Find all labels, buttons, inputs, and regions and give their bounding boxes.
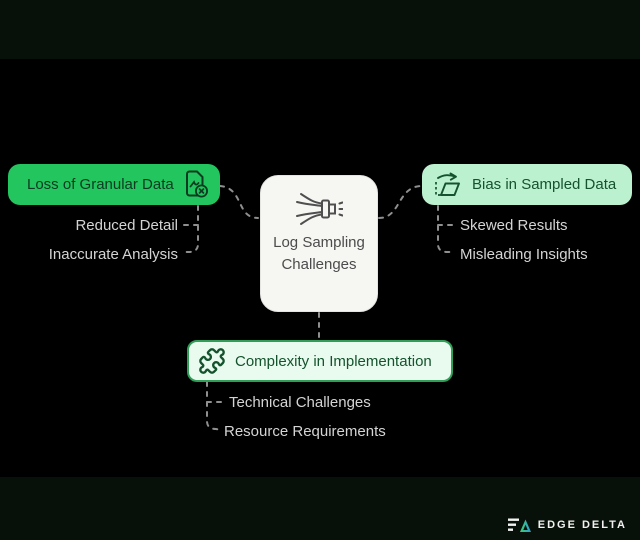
branch-node-bias-in-sampled-data: Bias in Sampled Data xyxy=(422,164,632,205)
branch-label: Loss of Granular Data xyxy=(27,176,174,193)
center-node-log-sampling-challenges: Log Sampling Challenges xyxy=(260,175,378,312)
center-node-title: Log Sampling Challenges xyxy=(273,234,365,273)
sub-item-inaccurate-analysis: Inaccurate Analysis xyxy=(48,246,178,263)
skewed-parallelogram-arrow-icon xyxy=(433,171,462,198)
edge-delta-logo: EDGE DELTA xyxy=(507,514,627,536)
connector-loss-children xyxy=(180,205,199,253)
file-chart-error-icon xyxy=(183,170,210,199)
sub-item-skewed-results: Skewed Results xyxy=(460,217,568,234)
letterbox-top-band xyxy=(0,0,640,59)
branch-label: Complexity in Implementation xyxy=(235,352,432,370)
connector-center-to-bias xyxy=(378,185,422,219)
edge-delta-logo-mark xyxy=(507,516,531,534)
connector-center-to-loss xyxy=(219,185,259,219)
connector-complexity-children xyxy=(206,381,223,431)
branch-node-loss-of-granular-data: Loss of Granular Data xyxy=(8,164,220,205)
sub-item-reduced-detail: Reduced Detail xyxy=(75,217,178,234)
edge-delta-logo-text: EDGE DELTA xyxy=(537,519,627,531)
connector-bias-children xyxy=(437,205,455,253)
branch-label: Bias in Sampled Data xyxy=(472,176,617,193)
sub-item-resource-requirements: Resource Requirements xyxy=(224,423,386,440)
puzzle-piece-icon xyxy=(198,347,226,375)
sub-item-technical-challenges: Technical Challenges xyxy=(229,394,371,411)
branch-node-complexity-in-implementation: Complexity in Implementation xyxy=(187,340,453,382)
letterbox-bottom-band xyxy=(0,477,640,540)
log-sampling-funnel-icon xyxy=(295,191,343,227)
sub-item-misleading-insights: Misleading Insights xyxy=(460,246,588,263)
